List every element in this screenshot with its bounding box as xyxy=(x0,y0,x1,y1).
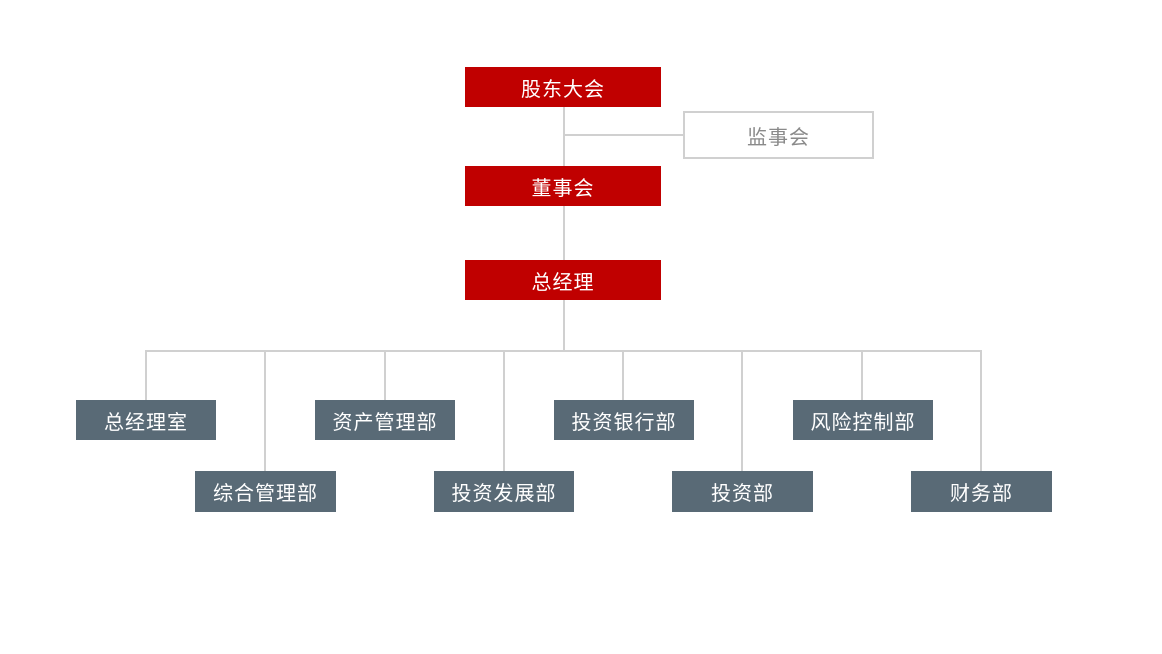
general-manager-box: 总经理 xyxy=(465,260,661,300)
connector-shareholders-board xyxy=(563,106,565,166)
connector-dept-3 xyxy=(384,350,386,400)
board-of-directors-box: 董事会 xyxy=(465,166,661,206)
dept-investment-development: 投资发展部 xyxy=(434,471,574,512)
connector-dept-5 xyxy=(622,350,624,400)
connector-dept-4 xyxy=(503,350,505,471)
dept-investment: 投资部 xyxy=(672,471,813,512)
connector-board-gm xyxy=(563,206,565,260)
connector-supervisors xyxy=(563,134,684,136)
dept-gm-office: 总经理室 xyxy=(76,400,216,440)
connector-dept-1 xyxy=(145,350,147,400)
dept-finance: 财务部 xyxy=(911,471,1052,512)
dept-asset-management: 资产管理部 xyxy=(315,400,455,440)
dept-investment-banking: 投资银行部 xyxy=(554,400,694,440)
connector-gm-bus xyxy=(563,300,565,351)
department-bus xyxy=(145,350,982,352)
shareholders-meeting-box: 股东大会 xyxy=(465,67,661,107)
connector-dept-8 xyxy=(980,350,982,471)
connector-dept-2 xyxy=(264,350,266,471)
connector-dept-7 xyxy=(861,350,863,400)
supervisory-board-box: 监事会 xyxy=(683,111,874,159)
connector-dept-6 xyxy=(741,350,743,471)
dept-risk-control: 风险控制部 xyxy=(793,400,933,440)
dept-general-management: 综合管理部 xyxy=(195,471,336,512)
